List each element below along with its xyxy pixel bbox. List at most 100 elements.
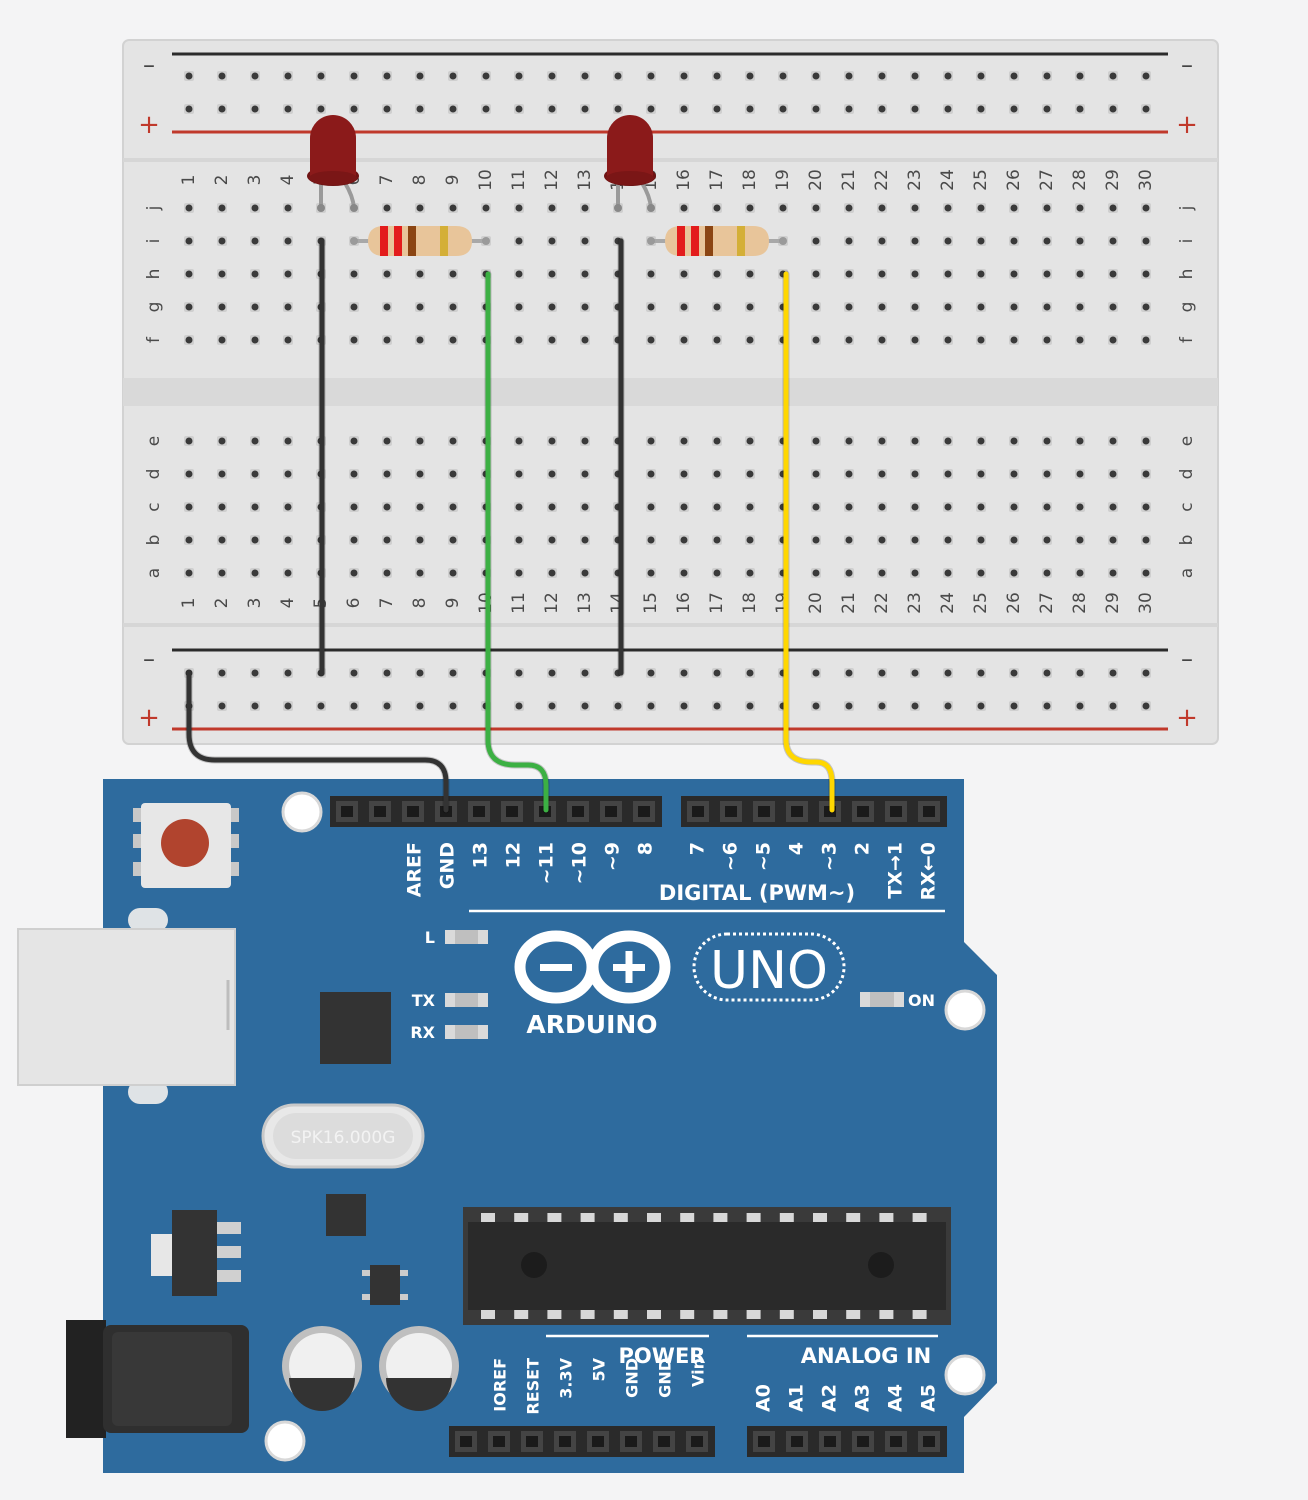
- signal-wire-pin11: [485, 271, 549, 813]
- breadboard-hole-pin: [944, 536, 952, 544]
- breadboard-hole-pin: [647, 669, 655, 677]
- breadboard-hole-pin: [812, 702, 820, 710]
- breadboard-hole-pin: [350, 536, 358, 544]
- breadboard-hole-pin: [746, 204, 754, 212]
- breadboard-hole-pin: [845, 669, 853, 677]
- breadboard-hole-pin: [845, 336, 853, 344]
- breadboard-hole-pin: [911, 204, 919, 212]
- breadboard-hole-pin: [944, 105, 952, 113]
- column-number: 26: [1004, 169, 1024, 191]
- breadboard-hole-pin: [878, 303, 886, 311]
- pin-label: GND: [656, 1358, 675, 1398]
- reset-button[interactable]: [133, 803, 239, 888]
- breadboard-hole-pin: [878, 72, 886, 80]
- breadboard-hole-pin: [1142, 72, 1150, 80]
- row-letter: e: [1177, 436, 1197, 446]
- breadboard-hole-pin: [449, 503, 457, 511]
- pin-label: IOREF: [491, 1358, 510, 1412]
- breadboard-hole-pin: [1010, 336, 1018, 344]
- row-letter: d: [144, 469, 164, 480]
- breadboard-hole-pin: [647, 105, 655, 113]
- pin-label: ~6: [720, 842, 742, 871]
- column-number: 1: [179, 175, 199, 186]
- breadboard-hole-pin: [647, 72, 655, 80]
- breadboard-hole-pin: [1109, 237, 1117, 245]
- ic-pin: [912, 1310, 927, 1319]
- ic-pin: [779, 1310, 794, 1319]
- rail-sign-top-minus-right: –: [1181, 51, 1193, 79]
- header-socket-hole: [572, 806, 584, 817]
- breadboard-hole-pin: [680, 72, 688, 80]
- row-letter: j: [144, 206, 164, 212]
- breadboard-hole-pin: [680, 470, 688, 478]
- ic-pin: [746, 1310, 761, 1319]
- breadboard-hole-pin: [1109, 303, 1117, 311]
- rail-sign-top-plus-right: +: [1176, 110, 1198, 140]
- breadboard-hole-pin: [878, 536, 886, 544]
- breadboard-hole-pin: [713, 437, 721, 445]
- breadboard-hole-pin: [581, 437, 589, 445]
- breadboard-hole-pin: [185, 536, 193, 544]
- header-socket-hole: [592, 1436, 604, 1447]
- breadboard-hole-pin: [977, 669, 985, 677]
- breadboard-hole-pin: [647, 470, 655, 478]
- ic-pin: [547, 1213, 562, 1222]
- pin-label: ~5: [753, 842, 775, 871]
- column-number: 2: [212, 175, 232, 186]
- breadboard-hole-pin: [449, 336, 457, 344]
- header-socket-hole: [824, 1436, 836, 1447]
- breadboard-hole-pin: [1076, 204, 1084, 212]
- resistor-lead-end: [779, 237, 787, 245]
- ic-pin: [846, 1213, 861, 1222]
- mounting-hole: [944, 989, 986, 1031]
- breadboard-hole-pin: [944, 72, 952, 80]
- breadboard-hole-pin: [383, 503, 391, 511]
- row-letter: a: [144, 568, 164, 578]
- led-base: [606, 171, 654, 185]
- breadboard-hole-pin: [218, 105, 226, 113]
- breadboard-hole-pin: [812, 204, 820, 212]
- pin-label: ~9: [602, 842, 624, 871]
- header-socket-hole: [407, 806, 419, 817]
- breadboard-hole-pin: [878, 237, 886, 245]
- breadboard-hole-pin: [581, 270, 589, 278]
- small-chip: [326, 1194, 366, 1236]
- column-number: 20: [806, 169, 826, 191]
- breadboard-hole-pin: [548, 702, 556, 710]
- breadboard-hole-pin: [251, 470, 259, 478]
- row-letter: c: [1177, 502, 1197, 511]
- breadboard-hole-pin: [911, 237, 919, 245]
- breadboard-hole-pin: [383, 437, 391, 445]
- breadboard-hole-pin: [944, 702, 952, 710]
- breadboard: – – + + – – + + 112233445566778899101011…: [122, 39, 1219, 745]
- breadboard-hole-pin: [647, 503, 655, 511]
- ic-pin: [613, 1213, 628, 1222]
- breadboard-hole-pin: [284, 702, 292, 710]
- breadboard-hole-pin: [416, 503, 424, 511]
- ic-pin: [647, 1213, 661, 1222]
- breadboard-hole-pin: [548, 669, 556, 677]
- breadboard-hole-pin: [812, 237, 820, 245]
- breadboard-hole-pin: [449, 105, 457, 113]
- breadboard-hole-pin: [647, 303, 655, 311]
- breadboard-hole-pin: [218, 437, 226, 445]
- pin-label: A2: [819, 1384, 841, 1412]
- breadboard-hole-pin: [1109, 702, 1117, 710]
- breadboard-hole-pin: [416, 204, 424, 212]
- breadboard-hole-pin: [350, 503, 358, 511]
- breadboard-hole-pin: [680, 702, 688, 710]
- onboard-led-body: [455, 993, 478, 1007]
- breadboard-hole-pin: [845, 536, 853, 544]
- breadboard-hole-pin: [746, 270, 754, 278]
- breadboard-hole-pin: [911, 336, 919, 344]
- breadboard-hole-pin: [1109, 437, 1117, 445]
- capacitor: [282, 1326, 362, 1411]
- breadboard-hole-pin: [1076, 569, 1084, 577]
- breadboard-hole-pin: [416, 336, 424, 344]
- breadboard-hole-pin: [449, 669, 457, 677]
- breadboard-hole-pin: [416, 72, 424, 80]
- breadboard-hole-pin: [350, 669, 358, 677]
- column-number: 10: [476, 169, 496, 191]
